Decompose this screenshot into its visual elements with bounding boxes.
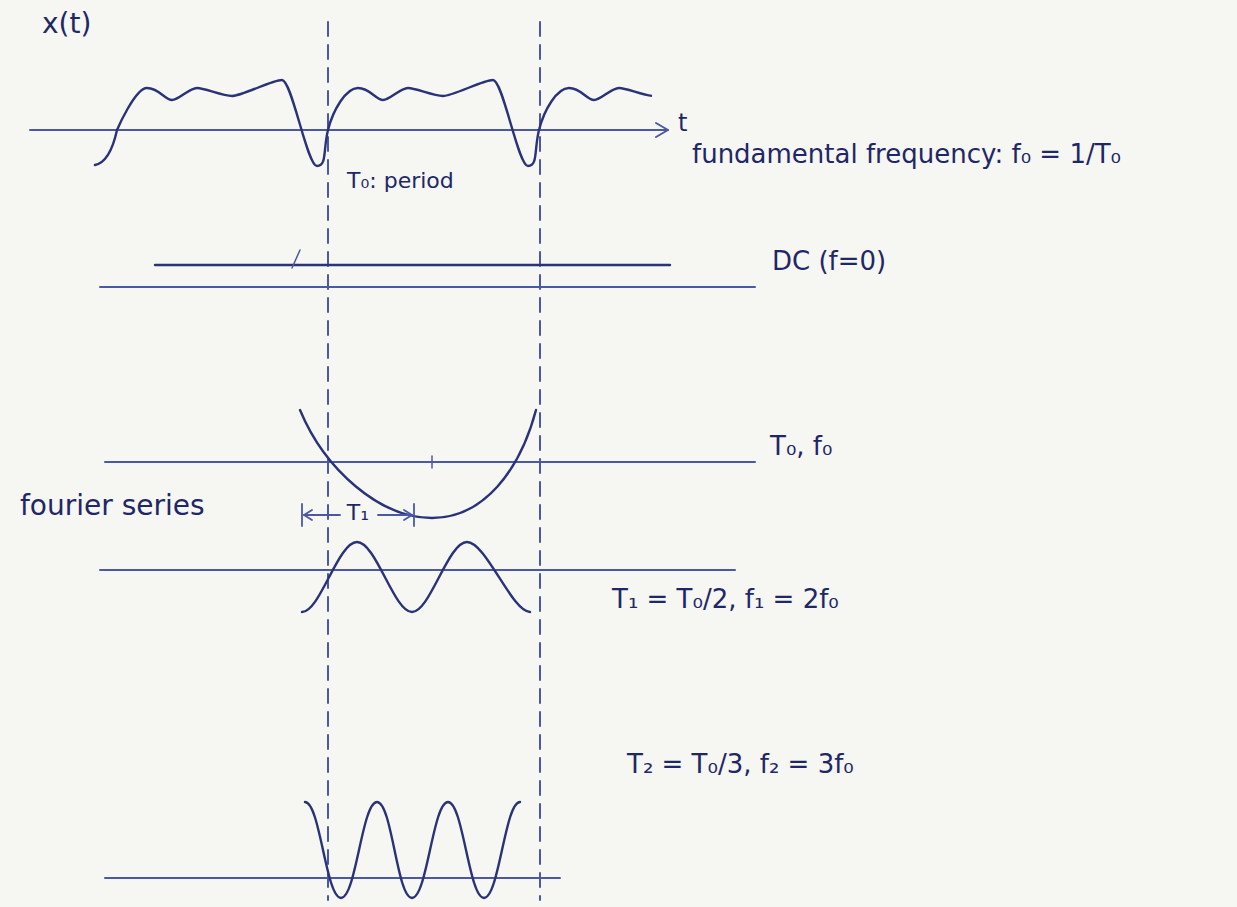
fundamental-wave [300,410,536,518]
second-harmonic-wave [302,542,530,612]
periodic-signal [95,80,652,166]
bracket-arrowhead [404,510,412,520]
section-title: fourier series [18,490,207,522]
component-note: T₂ = T₀/3, f₂ = 3f₀ [625,750,856,780]
bracket-line [304,514,340,516]
period-name: T₁ [345,500,371,525]
component-note: T₀, f₀ [768,432,834,462]
bracket-tick [413,504,415,526]
harmonic-axis [105,877,560,879]
bracket-line [378,514,412,516]
frequency-note: fundamental frequency: f₀ = 1/T₀ [690,140,1123,170]
axis-name: t [676,110,689,138]
third-harmonic-wave [305,802,520,898]
dc-axis [100,286,755,288]
axis-tick [431,456,433,468]
dc-tick [292,250,300,268]
dc-level [155,264,670,266]
signal-name: x(t) [40,8,93,40]
component-note: DC (f=0) [770,247,888,277]
time-axis [30,129,668,131]
period-note: T₀: period [345,168,456,193]
bracket-tick [301,504,303,526]
axis-arrowhead [656,123,668,137]
harmonic-axis [100,569,735,571]
fundamental-axis [105,461,755,463]
bracket-arrowhead [304,510,312,520]
component-note: T₁ = T₀/2, f₁ = 2f₀ [610,585,841,615]
